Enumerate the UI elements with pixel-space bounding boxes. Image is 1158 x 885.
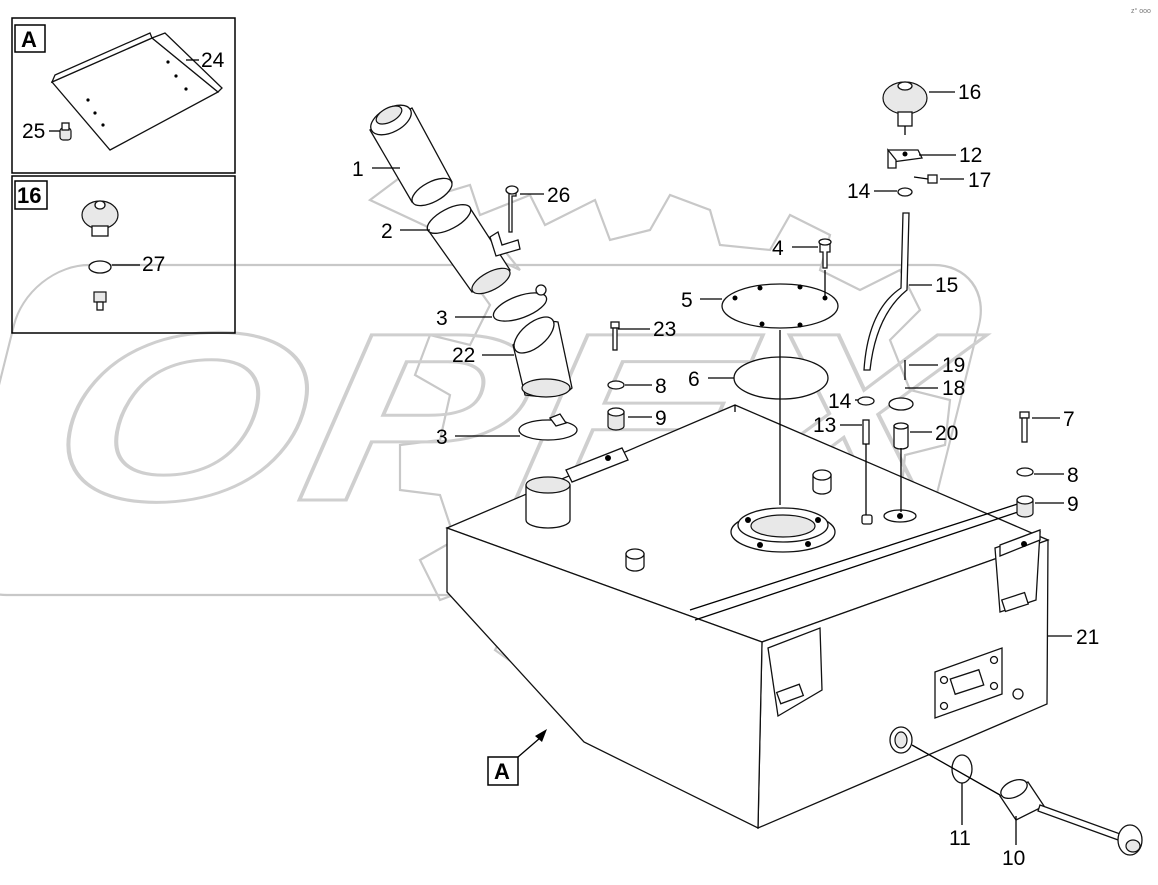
callout-2: 2 [381,220,393,243]
callout-6: 6 [688,368,700,391]
callout-1: 1 [352,158,364,181]
view-marker-a: A [487,729,547,786]
washer-14-lower [857,396,875,406]
washer-8-right [1016,467,1034,477]
callout-leaders [372,91,1072,845]
watermark-band [0,263,982,597]
corner-code: z° ooo [1131,7,1151,15]
callout-3: 3 [436,426,448,449]
callout-24: 24 [201,49,225,72]
callout-9: 9 [655,407,667,430]
bracket-12-part [887,148,923,169]
callout-25: 25 [22,120,45,143]
callout-4: 4 [772,237,784,260]
callout-27: 27 [142,253,165,276]
inset-16-label: 16 [17,183,41,208]
filler-cap-part [369,104,453,207]
callout-5: 5 [681,289,693,312]
mounting-plate-part [50,32,223,151]
callout-14: 14 [828,390,852,413]
callout-23: 23 [653,318,676,341]
callout-numbers: 1 2 3 3 4 5 6 7 8 8 9 9 10 11 12 13 14 1… [352,81,1099,870]
access-cover-part [721,283,839,329]
callout-19: 19 [942,354,965,377]
callout-14: 14 [847,180,871,203]
callout-20: 20 [935,422,958,445]
callout-10: 10 [1002,847,1025,870]
fuel-tank-body [445,404,1050,830]
isolator-9-right [1016,495,1034,518]
drain-10-part [999,778,1143,856]
breather-exploded-part [81,200,119,311]
callout-8: 8 [655,375,667,398]
cover-bolt-part [818,238,832,269]
bolt-23-part [610,321,620,351]
callout-18: 18 [942,377,965,400]
callout-12: 12 [959,144,982,167]
callout-13: 13 [813,414,836,437]
breather-16-part [882,81,928,135]
bracket-bolt-part [505,185,519,233]
callout-9: 9 [1067,493,1079,516]
inset-a: A 24 25 [11,17,236,174]
callout-3: 3 [436,307,448,330]
breather-hose-15 [863,212,910,371]
sender-20-part [888,360,914,450]
callout-8: 8 [1067,464,1079,487]
gasket-part [733,356,829,400]
callout-11: 11 [949,827,971,850]
hose-clamp-upper-part [492,284,548,322]
callout-15: 15 [935,274,958,297]
callout-7: 7 [1063,408,1075,431]
bolt-17-part [913,174,938,184]
isolator-9-left [607,407,625,431]
washer-8-left [607,380,625,390]
washer-14-upper [897,187,913,197]
filler-tube-part [426,204,521,295]
callout-17: 17 [968,169,991,192]
bolt-7-part [1019,411,1030,443]
hose-clamp-lower-part [518,413,578,441]
callout-16: 16 [958,81,981,104]
callout-21: 21 [1076,626,1099,649]
inset-a-label: A [21,27,37,52]
callout-26: 26 [547,184,570,207]
inset-16: 16 27 [11,175,236,334]
fitting-13-part [862,419,870,445]
view-marker-label: A [494,759,510,784]
plate-screw-part [59,122,72,141]
callout-22: 22 [452,344,475,367]
elbow-hose-part [512,316,573,398]
